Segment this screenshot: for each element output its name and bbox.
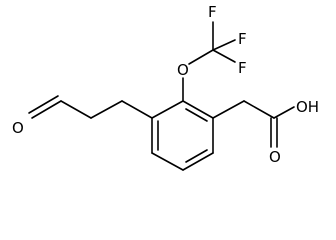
ch2-to-carboxyl-bond [243, 100, 275, 119]
ring-bond [182, 100, 214, 119]
ring-bond [151, 152, 184, 171]
hydroxyl-label: OH [296, 98, 319, 116]
ring-to-ch2-bond [212, 100, 245, 119]
fluorine-top-label: F [208, 3, 217, 21]
ring-bond [151, 100, 184, 119]
acetic-acid-group: OH O [212, 98, 319, 166]
carboxyl-c-to-oh-bond [273, 106, 295, 119]
propanal-chain: O [12, 95, 153, 137]
chain-bond [60, 100, 92, 119]
molecule-diagram: O F F F OH O O [12, 3, 319, 171]
aldehyde-double-bond [31, 100, 62, 119]
aldehyde-double-bond [28, 95, 59, 114]
carbon-to-fluorine-bond [212, 49, 236, 63]
trifluoromethoxy-group: O F F F [177, 3, 247, 102]
ring-double-bond [185, 108, 208, 122]
ether-oxygen-label: O [177, 61, 189, 79]
benzene-ring [151, 100, 214, 171]
carbon-to-fluorine-bond [212, 39, 236, 51]
oxygen-to-carbon-bond [188, 49, 214, 65]
ring-double-bond [185, 149, 208, 163]
fluorine-upper-right-label: F [238, 30, 247, 48]
fluorine-lower-right-label: F [238, 59, 247, 77]
structure-canvas: O F F F OH O O [12, 3, 319, 171]
carbonyl-oxygen-label: O [269, 148, 281, 166]
chain-bond [90, 100, 123, 119]
ring-bond [182, 152, 214, 171]
ring-to-chain-bond [121, 100, 153, 119]
aldehyde-oxygen-label: O [12, 119, 24, 137]
